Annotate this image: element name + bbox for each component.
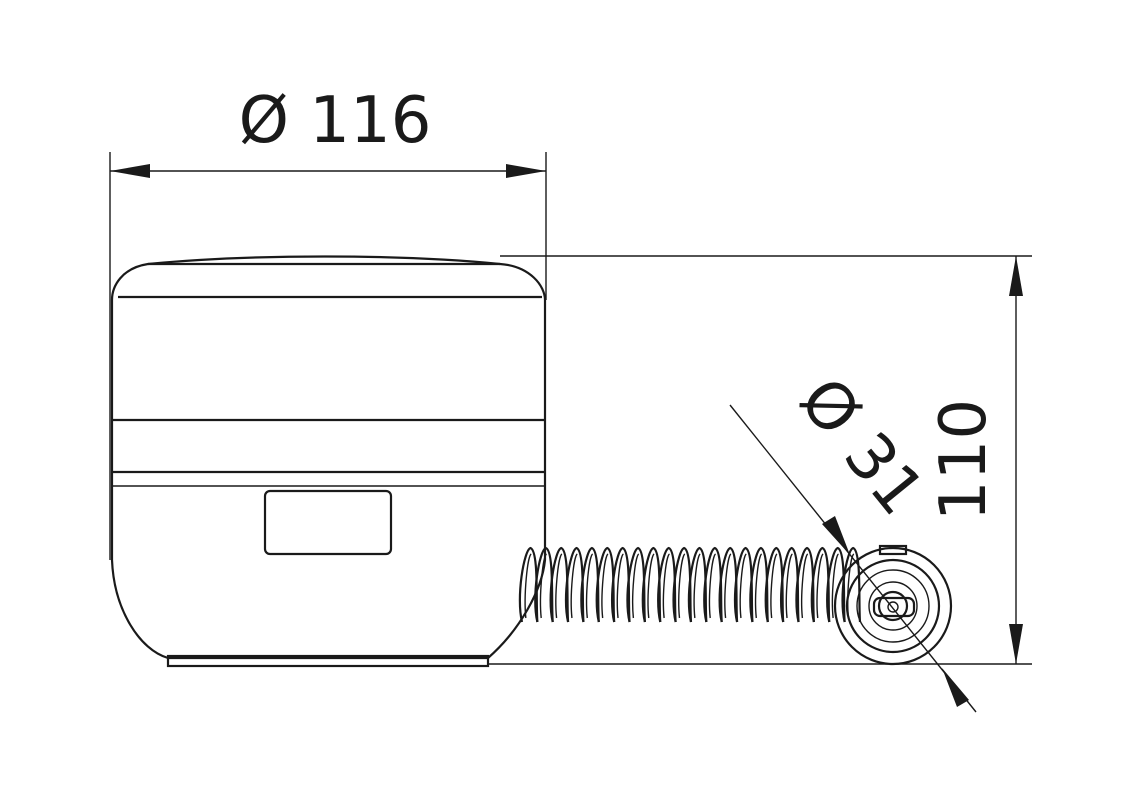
coil-turn: [687, 546, 708, 623]
diameter-116-label: Ø 116: [239, 84, 432, 158]
coil-turn-inner: [754, 553, 763, 619]
coil-turn-inner: [724, 553, 732, 619]
coil-turn-inner: [539, 553, 548, 619]
coil-turn-inner: [800, 553, 809, 619]
coil-turn: [564, 546, 585, 623]
coil-turn: [657, 546, 677, 623]
coil-turn-inner: [693, 553, 701, 619]
coil-turn-inner: [708, 553, 717, 619]
coil-turn: [733, 546, 754, 623]
coil-turn: [826, 546, 846, 623]
coil-turn-inner: [770, 553, 778, 619]
coil-turn: [610, 546, 631, 623]
dimension-height-110: 110: [488, 255, 1032, 665]
coil-turn: [749, 546, 769, 623]
coil-turn: [626, 546, 647, 623]
coil-turn-inner: [601, 553, 609, 619]
coil-turn-inner: [678, 553, 686, 619]
diameter-31-label: Ø 31: [785, 364, 938, 529]
coil-turn-inner: [555, 553, 563, 619]
coil-turn: [841, 546, 862, 623]
coil-turn: [764, 546, 785, 623]
coil-turn-inner: [616, 553, 624, 619]
coil-turn: [549, 546, 570, 623]
coiled-cable: [518, 546, 862, 623]
dimension-diameter-116: Ø 116: [109, 84, 547, 560]
plug-connector: [833, 544, 953, 666]
coil-turn: [810, 546, 831, 623]
coil-turn: [641, 546, 662, 623]
coil-turn: [595, 546, 616, 623]
beacon-body: [110, 255, 547, 668]
coil-turn-inner: [631, 553, 640, 619]
coil-turn-inner: [585, 553, 594, 619]
beacon-base: [166, 654, 490, 668]
coil-turn-inner: [570, 553, 578, 619]
coil-turn-inner: [662, 553, 671, 619]
coil-turn: [779, 546, 800, 623]
coil-turn: [518, 546, 539, 623]
coil-turn-inner: [524, 553, 532, 619]
coil-turn: [703, 546, 723, 623]
coil-turn: [795, 546, 816, 623]
coil-turn: [534, 546, 554, 623]
coil-turn-inner: [647, 553, 655, 619]
coil-turn-inner: [739, 553, 747, 619]
height-110-label: 110: [927, 399, 1001, 521]
coil-turn: [672, 546, 693, 623]
coil-turn-inner: [831, 553, 840, 619]
coil-turn: [718, 546, 739, 623]
coil-turn: [580, 546, 600, 623]
coil-turn-inner: [785, 553, 793, 619]
coil-turn-inner: [816, 553, 824, 619]
beacon-window: [263, 489, 393, 556]
